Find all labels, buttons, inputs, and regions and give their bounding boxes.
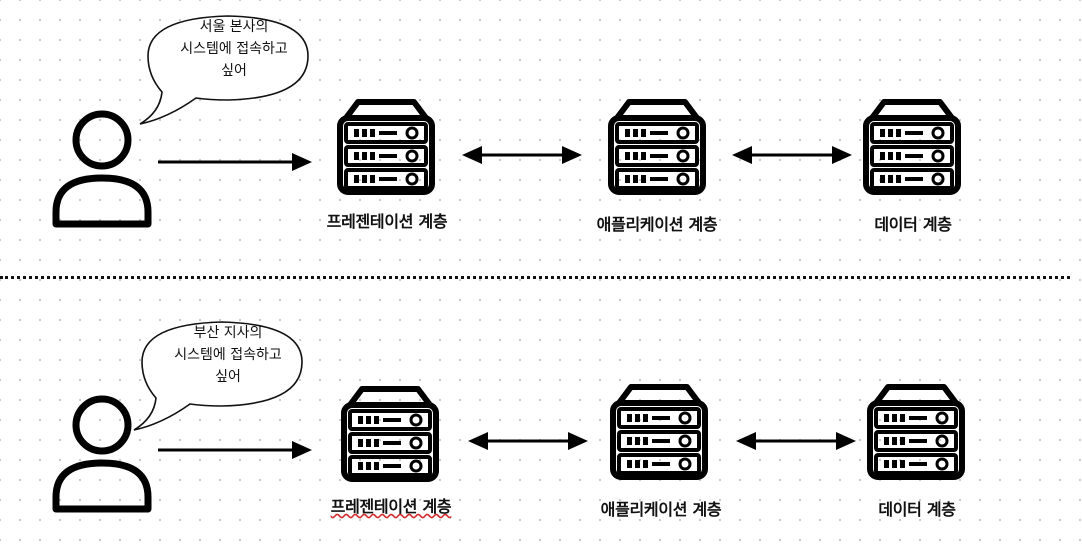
bidirectional-arrow: [736, 432, 856, 450]
tier-label-application: 애플리케이션 계층: [596, 215, 718, 234]
request-arrow: [158, 153, 312, 171]
tier-label-data: 데이터 계층: [878, 500, 956, 519]
section-divider: [0, 276, 1070, 279]
tier-label-data: 데이터 계층: [874, 215, 952, 234]
server-icon-presentation: [341, 386, 439, 482]
tier-label-presentation: 프레젠테이션 계층: [330, 497, 452, 516]
speech-text: 부산 지사의 시스템에 접속하고 싶어: [174, 325, 282, 385]
server-icon-presentation: [337, 99, 435, 195]
speech-bubble: 서울 본사의 시스템에 접속하고 싶어: [138, 6, 309, 125]
speech-text: 서울 본사의 시스템에 접속하고 싶어: [180, 19, 288, 79]
bidirectional-arrow: [468, 432, 588, 450]
tier-label-application: 애플리케이션 계층: [600, 500, 722, 519]
user-icon: [52, 395, 152, 513]
bidirectional-arrow: [462, 146, 582, 164]
request-arrow: [158, 441, 312, 459]
tier-label-presentation: 프레젠테이션 계층: [326, 212, 448, 231]
bidirectional-arrow: [732, 146, 852, 164]
server-icon-application: [610, 384, 708, 480]
server-icon-data: [867, 384, 965, 480]
speech-bubble-shape: [133, 321, 303, 431]
speech-bubble: 부산 지사의 시스템에 접속하고 싶어: [132, 312, 303, 431]
speech-bubble-shape: [139, 15, 309, 125]
server-icon-application: [608, 99, 706, 195]
server-icon-data: [863, 99, 961, 195]
user-icon: [52, 110, 152, 228]
